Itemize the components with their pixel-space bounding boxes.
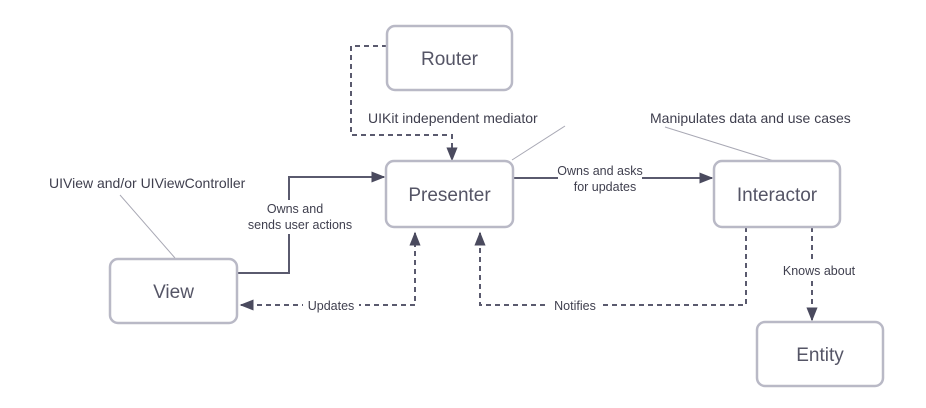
presenter-note: UIKit independent mediator — [368, 110, 538, 126]
view-node-label: View — [153, 282, 194, 303]
presenter-to-interactor-label: Owns and asks for updates — [557, 164, 642, 194]
knows-about-label: Knows about — [778, 263, 860, 278]
updates-label: Updates — [303, 298, 359, 313]
notifies-label: Notifies — [549, 298, 601, 313]
interactor-node: Interactor — [712, 159, 842, 229]
entity-node: Entity — [755, 320, 885, 388]
presenter-note-leader — [511, 125, 566, 161]
presenter-node-label: Presenter — [408, 185, 491, 206]
presenter-to-view-edge — [239, 231, 421, 311]
view-to-presenter-label: Owns and sends user actions — [244, 200, 360, 234]
notifies-label-text: Notifies — [554, 299, 596, 313]
interactor-note: Manipulates data and use cases — [650, 110, 851, 126]
view-note-leader — [119, 194, 176, 259]
updates-label-text: Updates — [308, 299, 355, 313]
presenter-node: Presenter — [384, 159, 515, 229]
interactor-node-label: Interactor — [737, 185, 818, 206]
presenter-to-interactor-label-line-1: Owns and asks — [557, 164, 642, 178]
view-node: View — [108, 257, 239, 325]
interactor-note-leader — [664, 126, 791, 167]
router-node-label: Router — [421, 49, 479, 70]
view-to-presenter-label-line-1: Owns and — [267, 202, 323, 216]
view-to-presenter-label-line-2: sends user actions — [248, 218, 352, 232]
router-node: Router — [385, 24, 514, 92]
router-to-presenter-edge — [350, 45, 458, 162]
entity-node-label: Entity — [796, 345, 844, 366]
view-note: UIView and/or UIViewController — [49, 175, 246, 191]
knows-about-label-text: Knows about — [783, 264, 856, 278]
presenter-to-interactor-label-line-2: for updates — [574, 180, 637, 194]
interactor-to-presenter-edge — [474, 227, 747, 306]
